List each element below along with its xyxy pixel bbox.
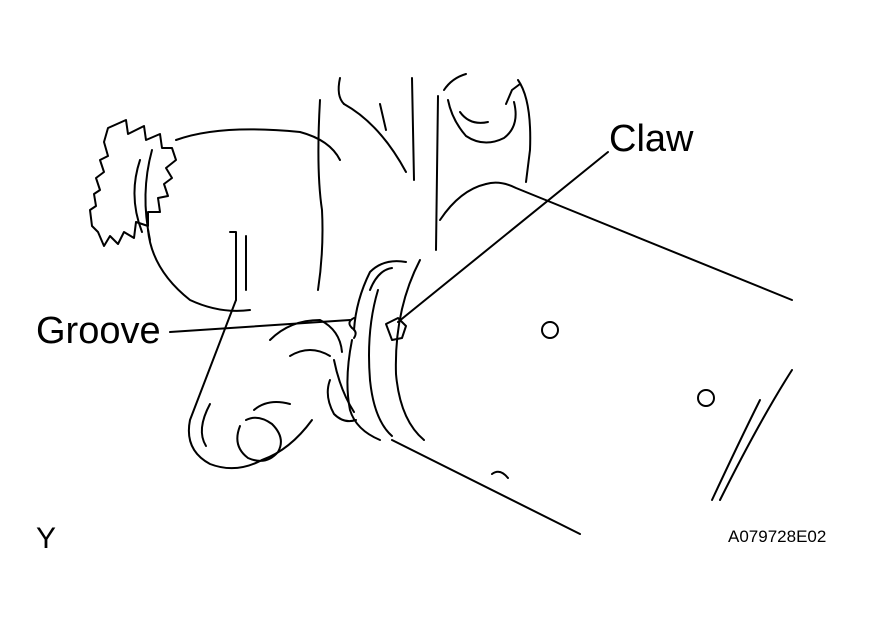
pinion-gear [89, 119, 177, 247]
drive-housing [147, 128, 341, 312]
claw-leader-line [397, 151, 609, 323]
claw-feature [385, 317, 407, 341]
view-letter: Y [36, 522, 57, 555]
upper-housing [317, 73, 532, 291]
groove-leader-line [169, 319, 351, 333]
mounting-flange [326, 260, 407, 441]
figure-code: A079728E02 [728, 527, 827, 546]
claw-label: Claw [609, 118, 694, 160]
mounting-bracket [188, 299, 343, 470]
yoke-body [391, 181, 793, 535]
groove-label: Groove [36, 310, 161, 352]
